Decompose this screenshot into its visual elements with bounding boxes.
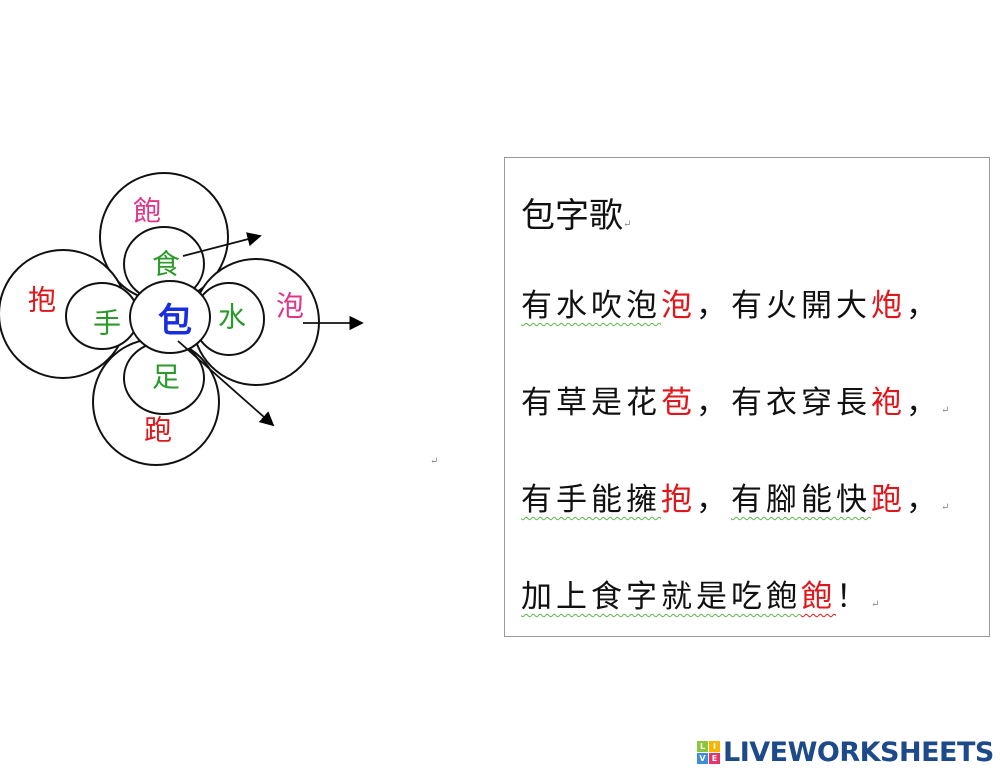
- poem-line-3: 有手能擁抱，有腳能快跑，↵: [521, 474, 953, 519]
- logo-letter: V: [697, 753, 708, 764]
- line-4-text: 加上食字就是吃飽: [521, 579, 801, 615]
- comma: ，: [906, 385, 941, 421]
- liveworksheets-logo: L I V E LIVEWORKSHEETS: [697, 737, 994, 768]
- logo-letter: I: [709, 741, 720, 752]
- inner-char-right: 水: [218, 301, 246, 334]
- outer-char-right: 泡: [276, 290, 304, 323]
- outer-char-left: 抱: [28, 284, 56, 317]
- poem-title: 包字歌↵: [521, 188, 631, 237]
- logo-blocks-icon: L I V E: [697, 741, 720, 764]
- return-mark: ↵: [871, 599, 884, 610]
- line-4-red: 飽: [801, 579, 836, 615]
- arrow-center: [177, 340, 275, 427]
- arrow-food: [182, 232, 262, 257]
- comma: ，: [906, 288, 941, 324]
- inner-char-left: 手: [93, 307, 121, 340]
- line-3-a: 有手能擁: [521, 482, 661, 518]
- inner-char-bottom: 足: [152, 361, 180, 394]
- line-1-b: 有火開大: [731, 288, 871, 324]
- outer-char-top: 飽: [133, 195, 161, 228]
- poem-box: 包字歌↵ 有水吹泡泡，有火開大炮， 有草是花苞，有衣穿長袍，↵ 有手能擁抱，有腳…: [504, 157, 990, 637]
- poem-line-2: 有草是花苞，有衣穿長袍，↵: [521, 377, 953, 422]
- line-3-a-red: 抱: [661, 482, 696, 518]
- line-1-b-red: 炮: [871, 288, 906, 324]
- poem-title-text: 包字歌: [521, 196, 623, 236]
- line-1-a: 有水吹泡: [521, 288, 661, 324]
- comma: ，: [696, 385, 731, 421]
- poem-line-4: 加上食字就是吃飽飽！↵: [521, 571, 883, 616]
- logo-letter: L: [697, 741, 708, 752]
- comma: ，: [696, 482, 731, 518]
- bao-flower-diagram: 飽 抱 泡 跑 食 手 水 足 包: [0, 172, 364, 466]
- center-char: 包: [158, 301, 192, 341]
- inner-char-top: 食: [152, 248, 180, 281]
- line-3-b: 有腳能快: [731, 482, 871, 518]
- line-2-a: 有草是花: [521, 385, 661, 421]
- return-mark: ↵: [941, 405, 954, 416]
- return-mark: ↵: [623, 219, 632, 230]
- logo-letter: E: [709, 753, 720, 764]
- line-2-b: 有衣穿長: [731, 385, 871, 421]
- line-1-a-red: 泡: [661, 288, 696, 324]
- comma: ，: [696, 288, 731, 324]
- brand-name: LIVEWORKSHEETS: [723, 737, 994, 768]
- line-4-end: ！: [836, 579, 871, 615]
- return-mark: ↵: [430, 456, 439, 467]
- poem-line-1: 有水吹泡泡，有火開大炮，: [521, 280, 941, 325]
- line-2-b-red: 袍: [871, 385, 906, 421]
- outer-char-bottom: 跑: [144, 414, 172, 447]
- line-3-b-red: 跑: [871, 482, 906, 518]
- center-circle: [129, 280, 211, 354]
- return-mark: ↵: [941, 502, 954, 513]
- comma: ，: [906, 482, 941, 518]
- line-2-a-red: 苞: [661, 385, 696, 421]
